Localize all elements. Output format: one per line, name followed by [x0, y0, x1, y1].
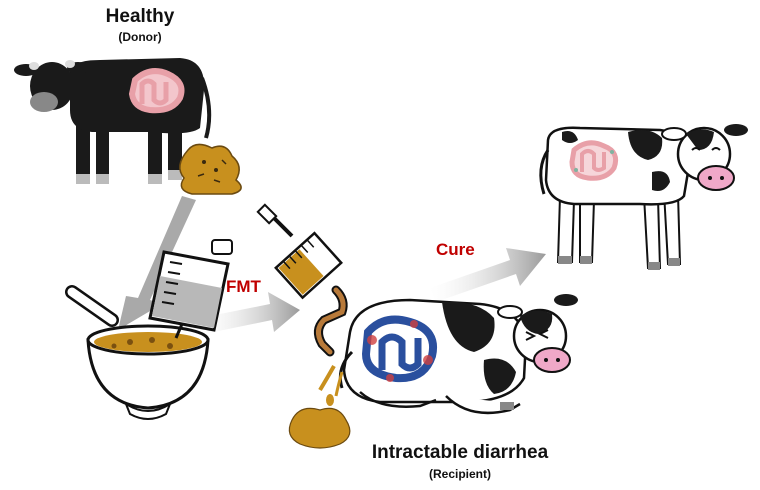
recipient-cow: [338, 294, 578, 415]
donor-subtitle: (Donor): [118, 30, 162, 44]
syringe: [256, 203, 343, 300]
cured-cow: [539, 124, 748, 270]
recipient-subtitle: (Recipient): [428, 467, 491, 481]
arrow-to-cure: [430, 248, 546, 302]
donor-feces: [179, 143, 242, 195]
diarrhea-feces: [288, 365, 351, 449]
feeding-tube: [314, 285, 348, 357]
fmt-label: FMT: [226, 277, 261, 296]
recipient-intestine: [361, 315, 437, 383]
recipient-title: Intractable diarrhea: [371, 442, 549, 463]
donor-intestine: [128, 68, 185, 114]
infusion-bag: [148, 239, 233, 339]
cure-label: Cure: [436, 240, 475, 259]
donor-cow: [14, 58, 212, 184]
arrow-bowl-to-syringe: [200, 292, 300, 334]
cured-cow-intestine: [569, 140, 619, 181]
donor-title: Healthy: [105, 6, 175, 27]
mortar-bowl: [65, 285, 210, 420]
arrow-donor-to-bowl: [118, 196, 196, 330]
